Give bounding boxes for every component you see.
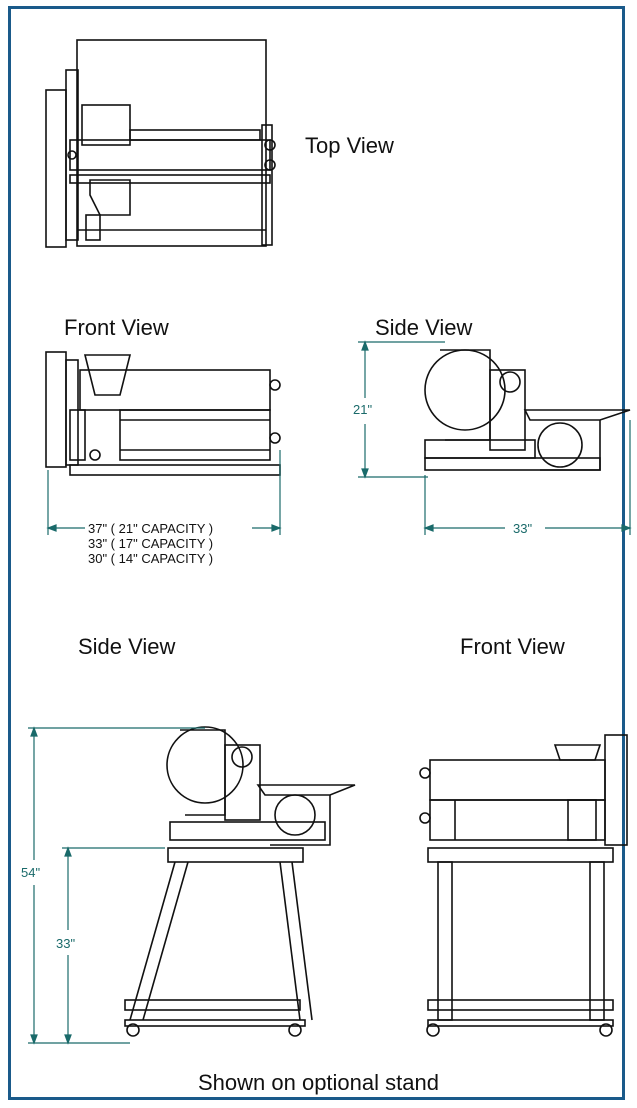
- side-view-lower-label: Side View: [78, 634, 176, 659]
- drawing-frame: [8, 6, 625, 1100]
- stand-total-height-dimension: 54": [19, 865, 43, 880]
- front-view-upper-drawing: [45, 351, 281, 476]
- side-view-lower-drawing: [124, 726, 356, 1037]
- dimension-lines: [28, 340, 632, 1045]
- front-view-upper-label: Front View: [64, 315, 169, 340]
- side-depth-dimension: 33": [511, 521, 535, 536]
- top-view-label: Top View: [305, 133, 394, 158]
- top-view-drawing: [45, 39, 276, 248]
- front-view-lower-drawing: [419, 734, 628, 1037]
- width-dimension-17: 33" ( 17" CAPACITY ): [88, 536, 214, 551]
- side-height-dimension: 21": [351, 402, 375, 417]
- width-dimension-14: 30" ( 14" CAPACITY ): [88, 551, 214, 566]
- side-view-upper-drawing: [424, 349, 631, 471]
- side-view-upper-label: Side View: [375, 315, 473, 340]
- footer-caption: Shown on optional stand: [198, 1070, 439, 1095]
- stand-height-dimension: 33": [54, 936, 78, 951]
- front-view-lower-label: Front View: [460, 634, 565, 659]
- width-dimension-21: 37" ( 21" CAPACITY ): [88, 521, 214, 536]
